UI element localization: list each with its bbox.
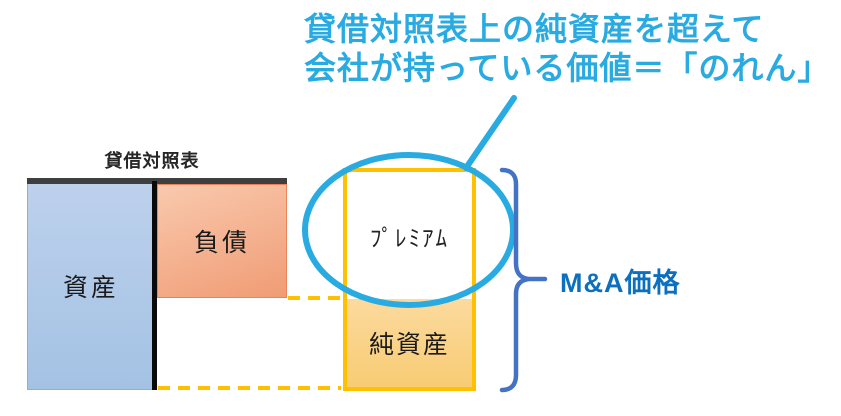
assets-box: 資産 xyxy=(27,181,155,390)
mna-price-box: ﾌﾟﾚﾐｱﾑ 純資産 xyxy=(343,168,476,391)
liabilities-label: 負債 xyxy=(193,229,250,257)
net-assets-label: 純資産 xyxy=(368,331,450,359)
mna-brace xyxy=(499,167,548,393)
premium-label: ﾌﾟﾚﾐｱﾑ xyxy=(370,224,449,251)
mna-price-label: M&A価格 xyxy=(560,268,681,298)
callout-line xyxy=(463,95,517,171)
balance-sheet-top-bar xyxy=(27,178,287,184)
balance-sheet-divider-bar xyxy=(152,181,157,390)
headline-line1: 貸借対照表上の純資産を超えて xyxy=(304,11,765,47)
liabilities-box: 負債 xyxy=(157,184,287,298)
balance-sheet-title: 貸借対照表 xyxy=(104,151,200,171)
premium-section: ﾌﾟﾚﾐｱﾑ xyxy=(347,172,472,299)
assets-label: 資産 xyxy=(62,273,119,302)
headline-annotation: 貸借対照表上の純資産を超えて 会社が持っている価値＝「のれん」 xyxy=(304,10,830,88)
headline-line2: 会社が持っている価値＝「のれん」 xyxy=(304,50,831,86)
net-assets-section: 純資産 xyxy=(347,299,472,387)
